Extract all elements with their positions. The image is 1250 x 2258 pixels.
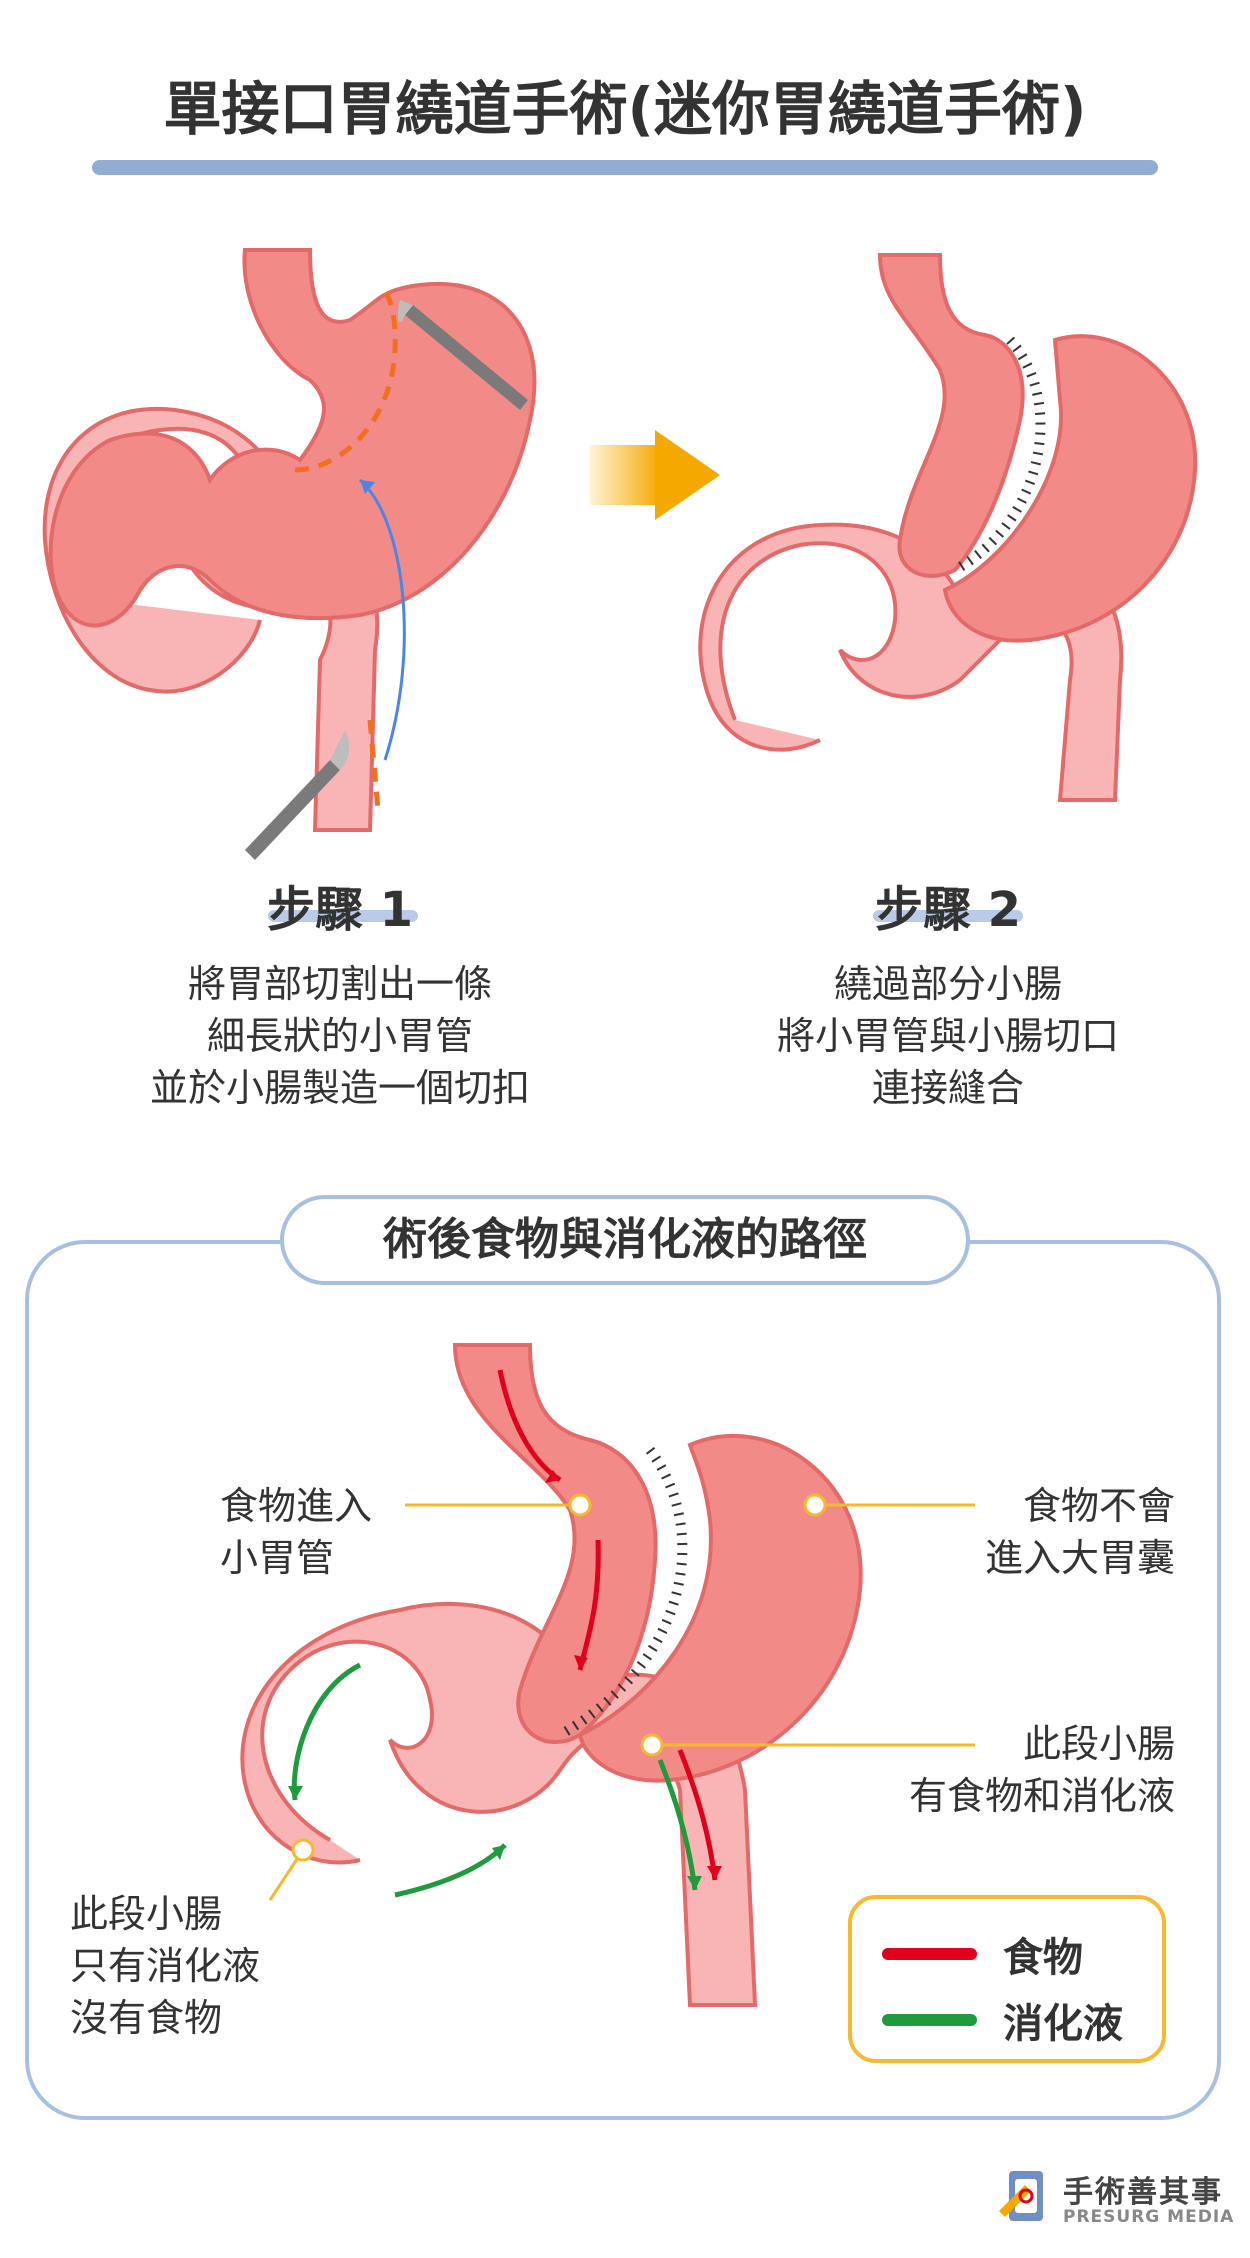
label-line: 只有消化液: [70, 1944, 261, 1988]
step2-desc-line: 繞過部分小腸: [833, 962, 1062, 1006]
brand-logo-icon: [999, 2171, 1043, 2221]
legend-label-fluid: 消化液: [1003, 2001, 1123, 2047]
panel-title: 術後食物與消化液的路徑: [280, 1195, 970, 1285]
panel-staple-line: [557, 1447, 688, 1740]
food-arrow: [497, 1369, 562, 1483]
panel-large-stomach: [577, 1433, 863, 1783]
step2-staple-line: [952, 336, 1046, 575]
step1-illustration: [42, 248, 537, 860]
step2-large-stomach: [942, 334, 1198, 643]
step2-small-pouch: [877, 253, 1025, 578]
step1-desc-line: 細長狀的小胃管: [206, 1014, 473, 1058]
legend-item-fluid: 消化液: [882, 1991, 1123, 2049]
panel-illustration: [240, 1343, 975, 2007]
step1-intestine-cut: [367, 719, 381, 811]
title-underline: [92, 160, 1158, 175]
step2-desc-line: 連接縫合: [871, 1066, 1024, 1110]
legend-swatch-fluid: [882, 2014, 977, 2026]
scalpel-icon: [245, 730, 350, 860]
step2: 步驟 2 繞過部分小腸 將小胃管與小腸切口 連接縫合: [678, 870, 1218, 1114]
legend-item-food: 食物: [882, 1925, 1083, 1983]
brand-name-en: PRESURG MEDIA: [1063, 2207, 1235, 2227]
label-both: 此段小腸 有食物和消化液: [855, 1718, 1175, 1822]
step2-heading: 步驟 2: [874, 882, 1022, 938]
step2-illustration: [698, 253, 1198, 802]
brand-name-cn: 手術善其事: [1063, 2175, 1223, 2210]
step1-heading: 步驟 1: [266, 882, 414, 938]
label-line: 小胃管: [220, 1536, 335, 1580]
step1-cut-line: [294, 283, 398, 473]
callout-lines: [268, 1493, 975, 1901]
label-line: 有食物和消化液: [908, 1774, 1175, 1818]
label-line: 此段小腸: [1022, 1722, 1175, 1766]
label-line: 進入大胃囊: [984, 1536, 1175, 1580]
legend-swatch-food: [882, 1948, 977, 1960]
scalpel-icon: [397, 300, 528, 410]
transition-arrow: [590, 430, 720, 520]
label-line: 食物進入: [220, 1484, 373, 1528]
step1: 步驟 1 將胃部切割出一條 細長狀的小胃管 並於小腸製造一個切扣: [70, 870, 610, 1114]
step1-connect-arrow: [359, 478, 406, 761]
label-fluid-only: 此段小腸 只有消化液 沒有食物: [70, 1888, 260, 2044]
label-line: 此段小腸: [70, 1892, 223, 1936]
fluid-arrow: [291, 1662, 362, 1801]
step1-heading-underline: [268, 910, 418, 922]
label-food-enter: 食物進入 小胃管: [220, 1480, 372, 1584]
label-not-enter: 食物不會 進入大胃囊: [945, 1480, 1175, 1584]
step2-heading-underline: [873, 910, 1023, 922]
label-line: 食物不會: [1022, 1484, 1175, 1528]
page-title: 單接口胃繞道手術(迷你胃繞道手術): [163, 75, 1087, 143]
step2-desc-line: 將小胃管與小腸切口: [776, 1014, 1119, 1058]
step1-desc-line: 將胃部切割出一條: [187, 962, 492, 1006]
legend-label-food: 食物: [1003, 1935, 1083, 1981]
step1-stomach: [48, 248, 537, 628]
brand: 手術善其事 PRESURG MEDIA: [995, 2165, 1235, 2235]
legend: 食物 消化液: [848, 1895, 1166, 2063]
label-line: 沒有食物: [70, 1996, 223, 2040]
step1-desc-line: 並於小腸製造一個切扣: [149, 1066, 530, 1110]
